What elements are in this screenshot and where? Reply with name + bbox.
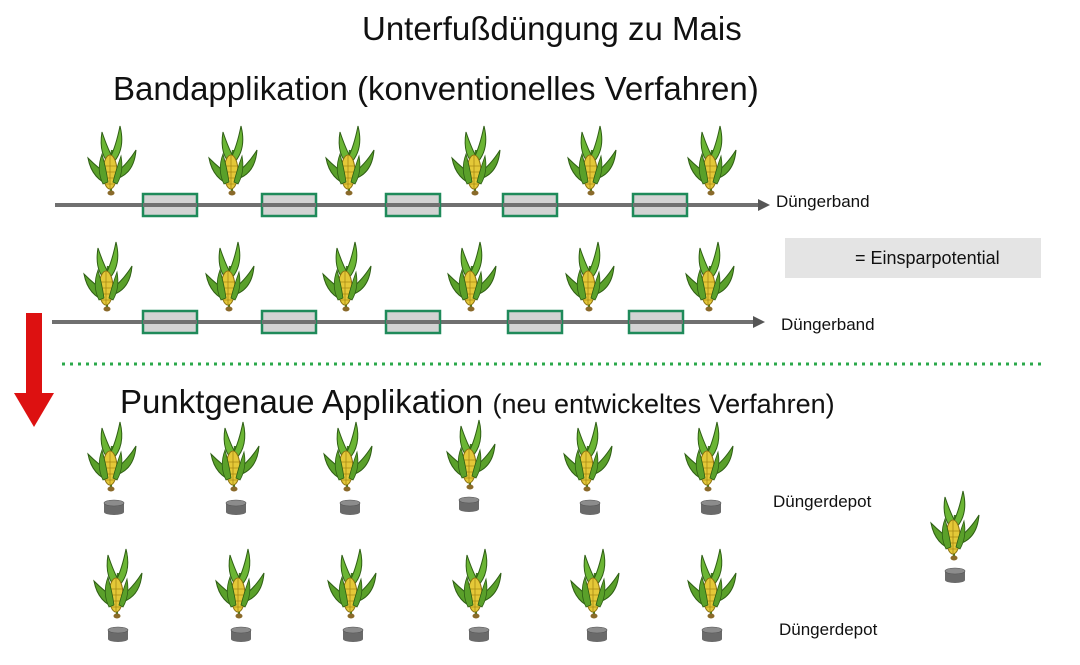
fertilizer-depot-icon: [700, 499, 722, 516]
point-heading-main: Punktgenaue Applikation: [120, 383, 484, 420]
maize-plant-icon: [324, 124, 376, 197]
maize-plant-icon: [326, 547, 378, 620]
maize-plant-icon: [86, 420, 138, 493]
maize-plant-icon: [686, 124, 738, 197]
maize-plant-icon: [929, 489, 981, 562]
maize-plant-icon: [214, 547, 266, 620]
maize-plant-icon: [321, 240, 373, 313]
maize-plant-icon: [209, 420, 261, 493]
band-application-heading: Bandapplikation (konventionelles Verfahr…: [113, 70, 759, 107]
savings-segment-icon: [501, 192, 559, 218]
fertilizer-depot-icon: [107, 626, 129, 643]
maize-plant-icon: [450, 124, 502, 197]
savings-segment-icon: [260, 192, 318, 218]
fertilizer-depot-icon: [701, 626, 723, 643]
maize-plant-icon: [92, 547, 144, 620]
savings-segment-icon: [631, 192, 689, 218]
savings-segment-icon: [384, 309, 442, 335]
fertilizer-depot-icon: [458, 496, 480, 513]
band-row-2-label: Düngerband: [781, 315, 875, 334]
fertilizer-depot-icon: [468, 626, 490, 643]
fertilizer-depot-icon: [339, 499, 361, 516]
fertilizer-depot-icon: [103, 499, 125, 516]
fertilizer-depot-icon: [586, 626, 608, 643]
maize-plant-icon: [562, 420, 614, 493]
point-row-1-label: Düngerdepot: [773, 492, 872, 511]
maize-plant-icon: [564, 240, 616, 313]
point-heading-suffix: (neu entwickeltes Verfahren): [492, 389, 835, 419]
fertilizer-depot-icon: [225, 499, 247, 516]
legend: [785, 238, 1041, 278]
maize-plant-icon: [322, 420, 374, 493]
maize-plant-icon: [684, 240, 736, 313]
fertilizer-depot-icon: [342, 626, 364, 643]
maize-plant-icon: [683, 420, 735, 493]
band-row-2: [52, 240, 765, 335]
maize-plant-icon: [566, 124, 618, 197]
maize-plant-icon: [569, 547, 621, 620]
savings-segment-icon: [384, 192, 442, 218]
maize-plant-icon: [445, 418, 497, 491]
savings-segment-icon: [141, 309, 199, 335]
fertilizer-depot-icon: [579, 499, 601, 516]
savings-segment-icon: [627, 309, 685, 335]
maize-plant-icon: [207, 124, 259, 197]
band-row-1-label: Düngerband: [776, 192, 870, 211]
band-row-1: [55, 124, 770, 218]
savings-segment-icon: [141, 192, 199, 218]
savings-segment-icon: [506, 309, 564, 335]
point-row-2: [92, 547, 738, 643]
savings-segment-icon: [260, 309, 318, 335]
legend-text: = Einsparpotential: [855, 248, 1000, 268]
maize-plant-icon: [686, 547, 738, 620]
page-title: Unterfußdüngung zu Mais: [362, 10, 742, 47]
maize-plant-icon: [82, 240, 134, 313]
maize-plant-icon: [204, 240, 256, 313]
fertilizer-depot-icon: [230, 626, 252, 643]
example-plant-with-depot: [929, 489, 981, 584]
point-row-2-label: Düngerdepot: [779, 620, 878, 639]
maize-plant-icon: [446, 240, 498, 313]
point-row-1: [86, 418, 735, 516]
maize-plant-icon: [86, 124, 138, 197]
maize-plant-icon: [451, 547, 503, 620]
down-arrow-icon: [14, 313, 54, 427]
fertilizer-depot-icon: [944, 567, 966, 584]
point-application-heading: Punktgenaue Applikation (neu entwickelte…: [120, 383, 835, 421]
